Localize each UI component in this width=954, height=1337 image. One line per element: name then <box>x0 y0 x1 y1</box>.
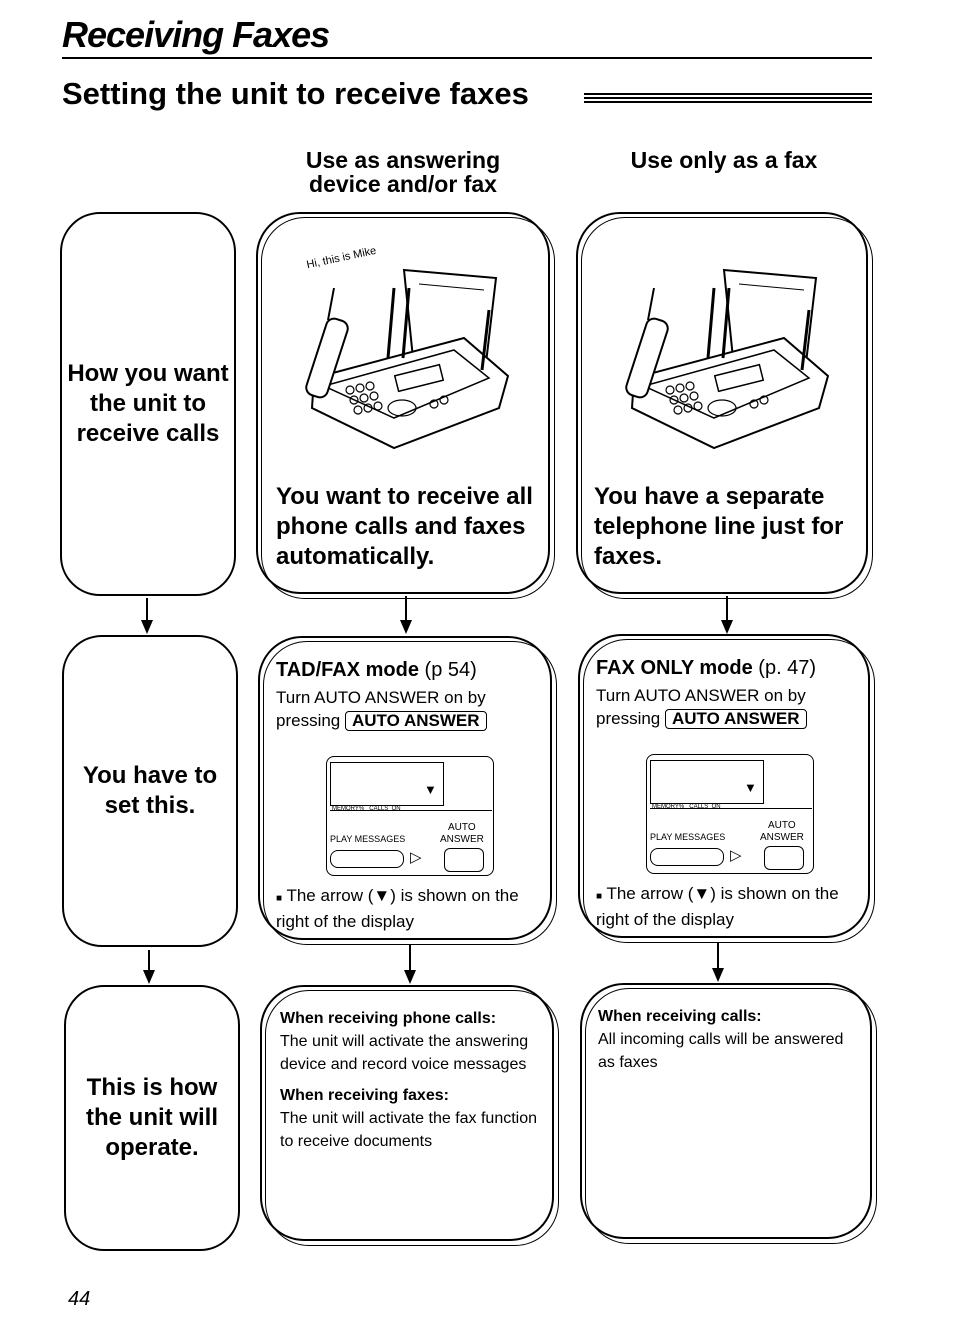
play-icon: ▷ <box>730 847 742 864</box>
row1-label: How you want the unit to receive calls <box>67 360 229 447</box>
down-arrow-icon <box>400 596 412 634</box>
col1-mode-ref: (p 54) <box>424 659 477 681</box>
label-calls: CALLS <box>689 804 709 810</box>
label-answer: ANSWER <box>440 834 484 845</box>
col1-op-fax-heading: When receiving faxes: <box>280 1087 449 1104</box>
col2-setting-box: FAX ONLY mode (p. 47) Turn AUTO ANSWER o… <box>578 634 875 943</box>
col2-operation-box: When receiving calls: All incoming calls… <box>580 983 877 1244</box>
col1-op-phone-text: The unit will activate the answering dev… <box>280 1033 529 1073</box>
page-number: 44 <box>68 1288 91 1310</box>
section-title: Setting the unit to receive faxes <box>62 76 529 111</box>
row2-label-box: You have to set this. <box>62 635 238 947</box>
label-on: ON <box>711 804 721 810</box>
play-icon: ▷ <box>410 849 422 866</box>
display-panel: ▼ MEMORY% CALLS ON AUTO ANSWER PLAY MESS… <box>646 754 816 874</box>
arrow-indicator-icon: ▼ <box>744 780 757 795</box>
label-memory: MEMORY% <box>332 806 365 812</box>
col1-op-phone-heading: When receiving phone calls: <box>280 1010 497 1027</box>
auto-answer-button[interactable]: AUTO ANSWER <box>665 709 807 729</box>
col1-situation-box: Hi, this is Mike You want to receive all… <box>256 212 555 599</box>
col2-situation-box: You have a separate telephone line just … <box>576 212 873 599</box>
arrow-indicator-icon: ▼ <box>424 782 437 797</box>
row1-label-box: How you want the unit to receive calls <box>60 212 236 596</box>
down-arrow-icon <box>141 598 153 634</box>
play-messages-button[interactable] <box>330 850 404 868</box>
row2-label: You have to set this. <box>82 762 218 819</box>
fax-machine-illustration <box>305 268 510 450</box>
col1-operation-box: When receiving phone calls: The unit wil… <box>260 985 559 1246</box>
display-panel: ▼ MEMORY% CALLS ON AUTO ANSWER PLAY MESS… <box>326 756 496 876</box>
fax-machine-illustration <box>625 268 830 450</box>
lcd-display <box>330 762 444 806</box>
col1-mode-name: TAD/FAX mode <box>276 659 419 681</box>
page-title: Receiving Faxes <box>62 14 330 55</box>
label-on: ON <box>391 806 401 812</box>
col2-heading: Use only as a fax <box>630 147 818 173</box>
title-rule <box>62 57 872 59</box>
row3-label-box: This is how the unit will operate. <box>64 985 240 1251</box>
label-auto: AUTO <box>768 820 796 831</box>
label-auto: AUTO <box>448 822 476 833</box>
label-play: PLAY MESSAGES <box>650 832 726 842</box>
col1-setting-box: TAD/FAX mode (p 54) Turn AUTO ANSWER on … <box>258 636 557 945</box>
row3-label: This is how the unit will operate. <box>86 1074 218 1161</box>
col1-note: The arrow (▼) is shown on the right of t… <box>276 886 519 931</box>
col2-situation: You have a separate telephone line just … <box>594 483 844 570</box>
col2-instruction: Turn AUTO ANSWER on by pressing <box>596 686 806 728</box>
auto-answer-panel-button[interactable] <box>764 846 804 870</box>
col2-note: The arrow (▼) is shown on the right of t… <box>596 884 839 929</box>
down-arrow-icon <box>721 596 733 634</box>
col2-op-heading: When receiving calls: <box>598 1008 762 1025</box>
play-messages-button[interactable] <box>650 848 724 866</box>
col2-mode-name: FAX ONLY mode <box>596 657 753 679</box>
label-calls: CALLS <box>369 806 389 812</box>
down-arrow-icon <box>404 944 416 984</box>
col1-op-fax-text: The unit will activate the fax function … <box>280 1110 538 1150</box>
section-title-rule <box>584 93 872 103</box>
down-arrow-icon <box>143 950 155 984</box>
label-memory: MEMORY% <box>652 804 685 810</box>
col1-heading: Use as answering device and/or fax <box>305 147 501 197</box>
col1-instruction: Turn AUTO ANSWER on by pressing <box>276 688 486 730</box>
label-answer: ANSWER <box>760 832 804 843</box>
col2-op-text: All incoming calls will be answered as f… <box>598 1031 844 1071</box>
auto-answer-panel-button[interactable] <box>444 848 484 872</box>
auto-answer-button[interactable]: AUTO ANSWER <box>345 711 487 731</box>
lcd-display <box>650 760 764 804</box>
col2-mode-ref: (p. 47) <box>758 657 817 679</box>
down-arrow-icon <box>712 942 724 982</box>
col1-situation: You want to receive all phone calls and … <box>276 483 533 570</box>
label-play: PLAY MESSAGES <box>330 834 406 844</box>
